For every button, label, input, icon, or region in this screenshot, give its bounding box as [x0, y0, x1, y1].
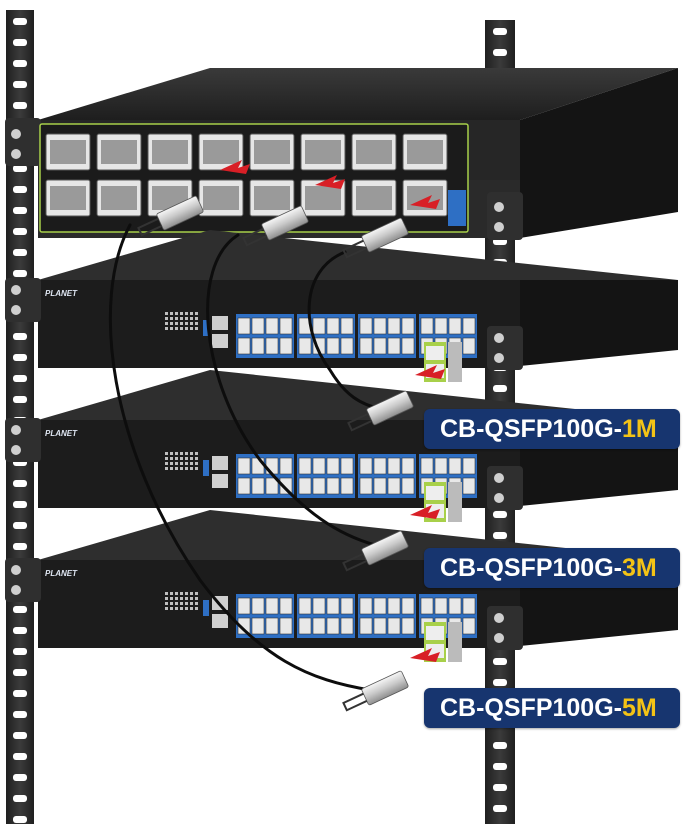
brand-logo: PLANET — [45, 289, 78, 298]
insert-arrows — [220, 160, 445, 662]
qsfp-modules — [137, 195, 414, 712]
cable-5m — [108, 223, 372, 692]
brand-logo: PLANET — [45, 569, 78, 578]
brand-logo: PLANET — [45, 429, 78, 438]
label-prefix: CB-QSFP100G- — [440, 694, 622, 722]
cable-1m — [307, 250, 387, 412]
dac-cables — [108, 223, 387, 692]
cable-3m — [206, 233, 377, 547]
aggregation-switch-1: PLANET — [5, 230, 678, 382]
label-prefix: CB-QSFP100G- — [440, 554, 622, 582]
label-cable-1m: CB-QSFP100G-1M — [424, 409, 680, 449]
label-cable-3m: CB-QSFP100G-3M — [424, 548, 680, 588]
label-length: 1M — [621, 415, 657, 443]
top-switch — [5, 68, 678, 240]
label-prefix: CB-QSFP100G- — [440, 415, 622, 443]
label-length: 3M — [621, 554, 657, 582]
label-cable-5m: CB-QSFP100G-5M — [424, 688, 680, 728]
label-length: 5M — [621, 694, 657, 722]
